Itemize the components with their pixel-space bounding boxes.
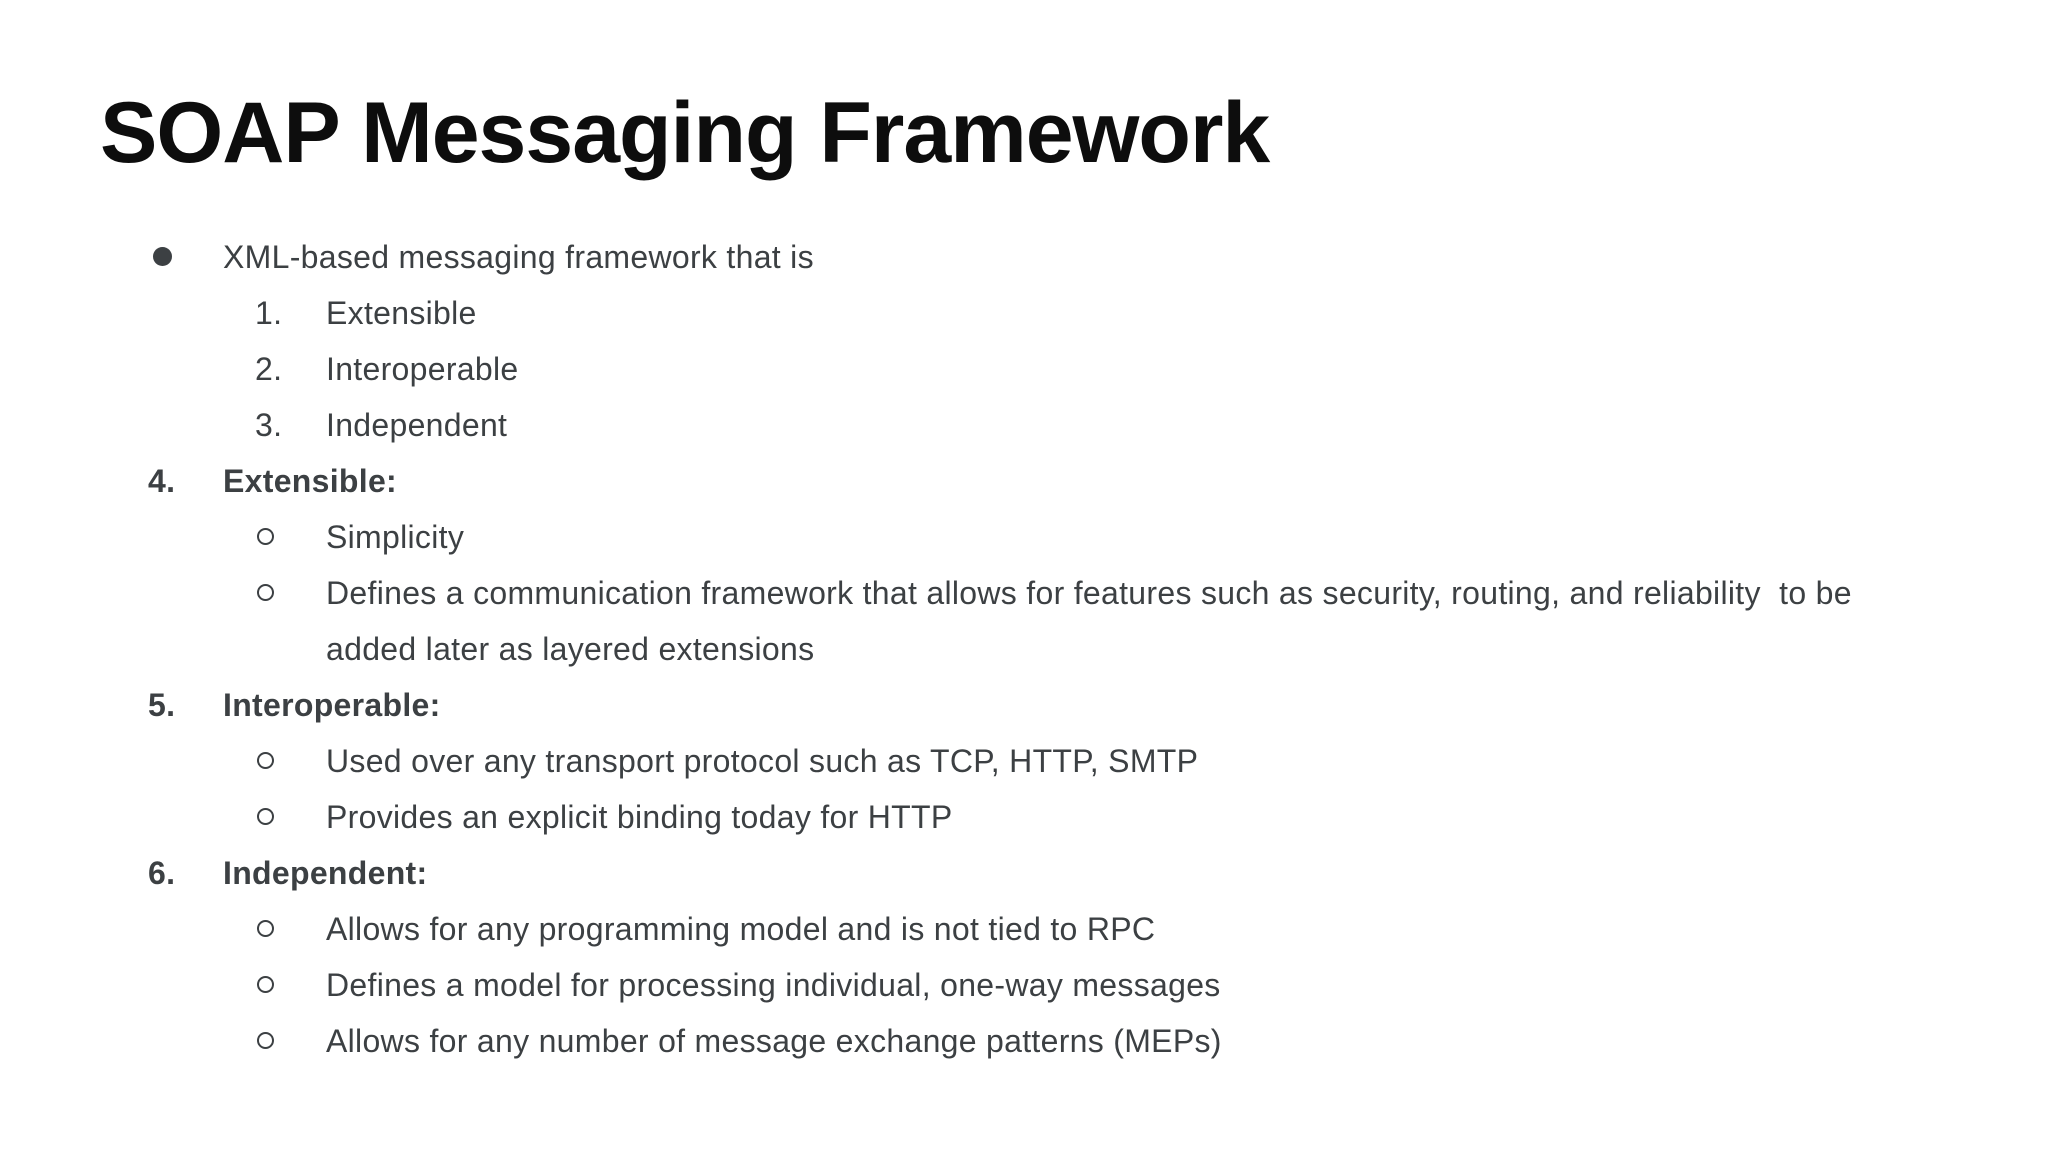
list-item-text: Interoperable — [326, 351, 519, 387]
list-item: Allows for any number of message exchang… — [0, 1013, 1950, 1069]
list-item-heading: 5. Interoperable: — [0, 677, 1950, 733]
list-number: 5. — [148, 687, 176, 723]
list-item: 2. Interoperable — [0, 341, 1950, 397]
slide-title: SOAP Messaging Framework — [100, 85, 1270, 181]
list-item: 1. Extensible — [0, 285, 1950, 341]
disc-bullet-icon — [153, 247, 172, 266]
list-item: 3. Independent — [0, 397, 1950, 453]
circle-bullet-icon — [257, 1032, 274, 1049]
list-item-text: Independent: — [223, 855, 428, 891]
list-item-text: Provides an explicit binding today for H… — [326, 799, 953, 835]
list-item-text: Extensible — [326, 295, 477, 331]
list-item-text: Extensible: — [223, 463, 398, 499]
list-item-text: Defines a communication framework that a… — [326, 575, 1862, 667]
list-item-text: Used over any transport protocol such as… — [326, 743, 1199, 779]
list-item-text: Interoperable: — [223, 687, 441, 723]
list-number: 1. — [255, 295, 283, 331]
bullet-list: XML-based messaging framework that is 1.… — [0, 229, 1950, 1069]
circle-bullet-icon — [257, 584, 274, 601]
list-item-text: Defines a model for processing individua… — [326, 967, 1221, 1003]
list-item: Used over any transport protocol such as… — [0, 733, 1950, 789]
circle-bullet-icon — [257, 808, 274, 825]
list-item: Defines a communication framework that a… — [0, 565, 1950, 677]
circle-bullet-icon — [257, 528, 274, 545]
list-item: Allows for any programming model and is … — [0, 901, 1950, 957]
list-number: 4. — [148, 463, 176, 499]
circle-bullet-icon — [257, 976, 274, 993]
list-item: Defines a model for processing individua… — [0, 957, 1950, 1013]
list-item: Simplicity — [0, 509, 1950, 565]
list-number: 3. — [255, 407, 283, 443]
list-number: 2. — [255, 351, 283, 387]
list-item-heading: 4. Extensible: — [0, 453, 1950, 509]
list-item-text: Independent — [326, 407, 508, 443]
list-number: 6. — [148, 855, 176, 891]
list-item-text: Simplicity — [326, 519, 465, 555]
list-item: XML-based messaging framework that is — [0, 229, 1950, 285]
circle-bullet-icon — [257, 920, 274, 937]
list-item-text: Allows for any programming model and is … — [326, 911, 1156, 947]
list-item-heading: 6. Independent: — [0, 845, 1950, 901]
circle-bullet-icon — [257, 752, 274, 769]
list-item-text: XML-based messaging framework that is — [223, 239, 814, 275]
list-item: Provides an explicit binding today for H… — [0, 789, 1950, 845]
list-item-text: Allows for any number of message exchang… — [326, 1023, 1222, 1059]
